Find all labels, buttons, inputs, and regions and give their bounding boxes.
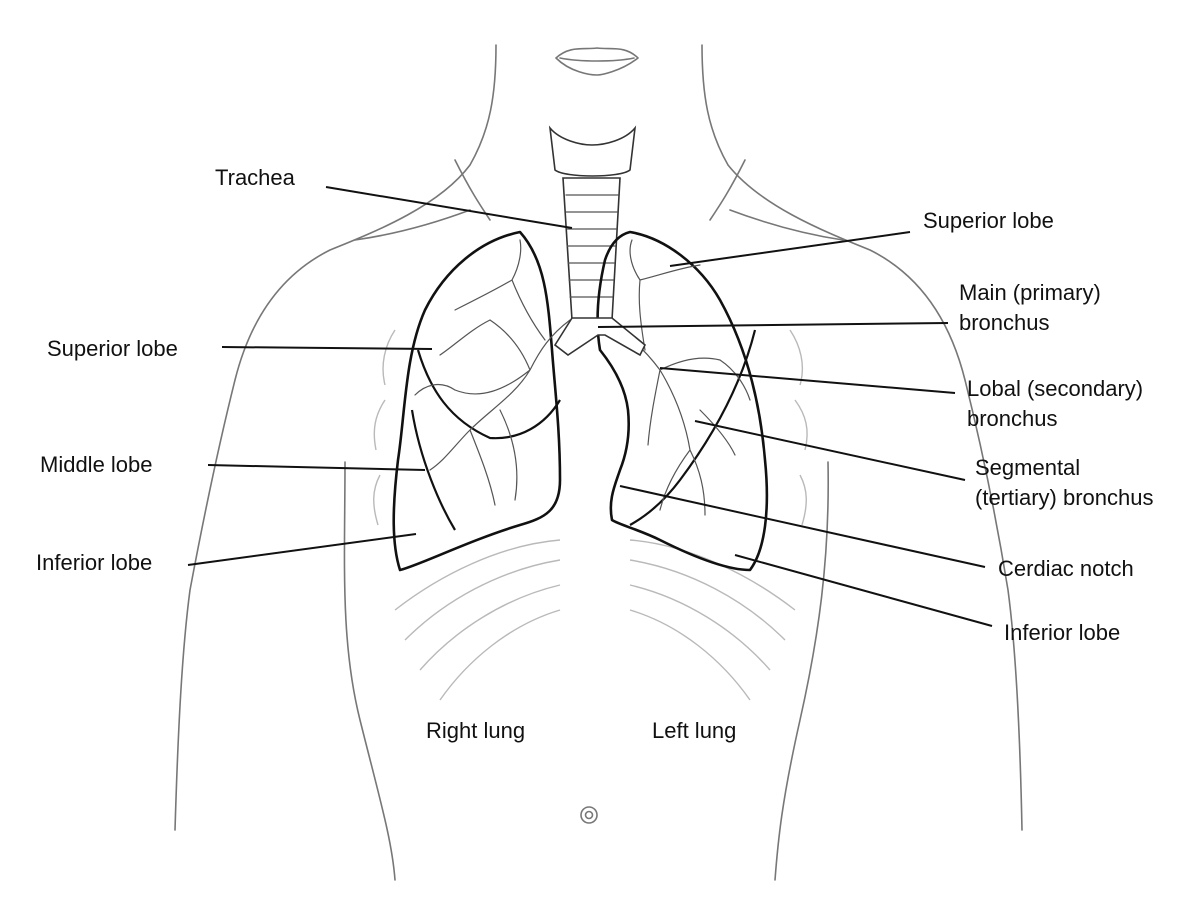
label-left-superior-lobe: Superior lobe	[923, 208, 1054, 233]
label-segmental-bronchus-line1: Segmental	[975, 455, 1081, 480]
leader-right-inferior-lobe	[187, 533, 417, 566]
leader-trachea	[325, 186, 573, 229]
label-main-bronchus: Main (primary) bronchus	[959, 278, 1101, 338]
label-right-lung: Right lung	[426, 718, 526, 743]
leader-lines	[187, 186, 993, 627]
leader-cardiac-notch	[619, 485, 986, 568]
trachea-illustration	[548, 125, 637, 321]
leader-main-bronchus	[597, 322, 949, 328]
leader-left-inferior-lobe	[734, 554, 993, 627]
label-right-inferior-lobe: Inferior lobe	[36, 550, 153, 575]
label-lobal-bronchus-line1: Lobal (secondary)	[967, 376, 1144, 401]
label-main-bronchus-line2: bronchus	[959, 310, 1050, 335]
label-segmental-bronchus: Segmental (tertiary) bronchus	[975, 453, 1154, 513]
label-lobal-bronchus-line2: bronchus	[967, 406, 1058, 431]
right-lung	[392, 230, 571, 572]
label-trachea: Trachea	[215, 165, 295, 190]
leader-lobal-bronchus	[659, 367, 956, 394]
leader-segmental-bronchus	[694, 420, 966, 481]
label-left-lung: Left lung	[652, 718, 737, 743]
leader-right-superior-lobe	[221, 346, 433, 350]
label-lobal-bronchus: Lobal (secondary) bronchus	[967, 374, 1143, 434]
leader-right-middle-lobe	[207, 464, 426, 471]
body-outline	[174, 44, 1023, 881]
rib-cage	[373, 329, 808, 701]
leader-left-superior-lobe	[669, 231, 911, 267]
label-segmental-bronchus-line2: (tertiary) bronchus	[975, 485, 1154, 510]
label-main-bronchus-line1: Main (primary)	[959, 280, 1101, 305]
left-lung	[596, 230, 769, 572]
label-right-superior-lobe: Superior lobe	[47, 336, 178, 361]
label-right-middle-lobe: Middle lobe	[40, 452, 153, 477]
label-left-inferior-lobe: Inferior lobe	[1004, 620, 1121, 645]
label-cardiac-notch: Cerdiac notch	[998, 556, 1134, 581]
